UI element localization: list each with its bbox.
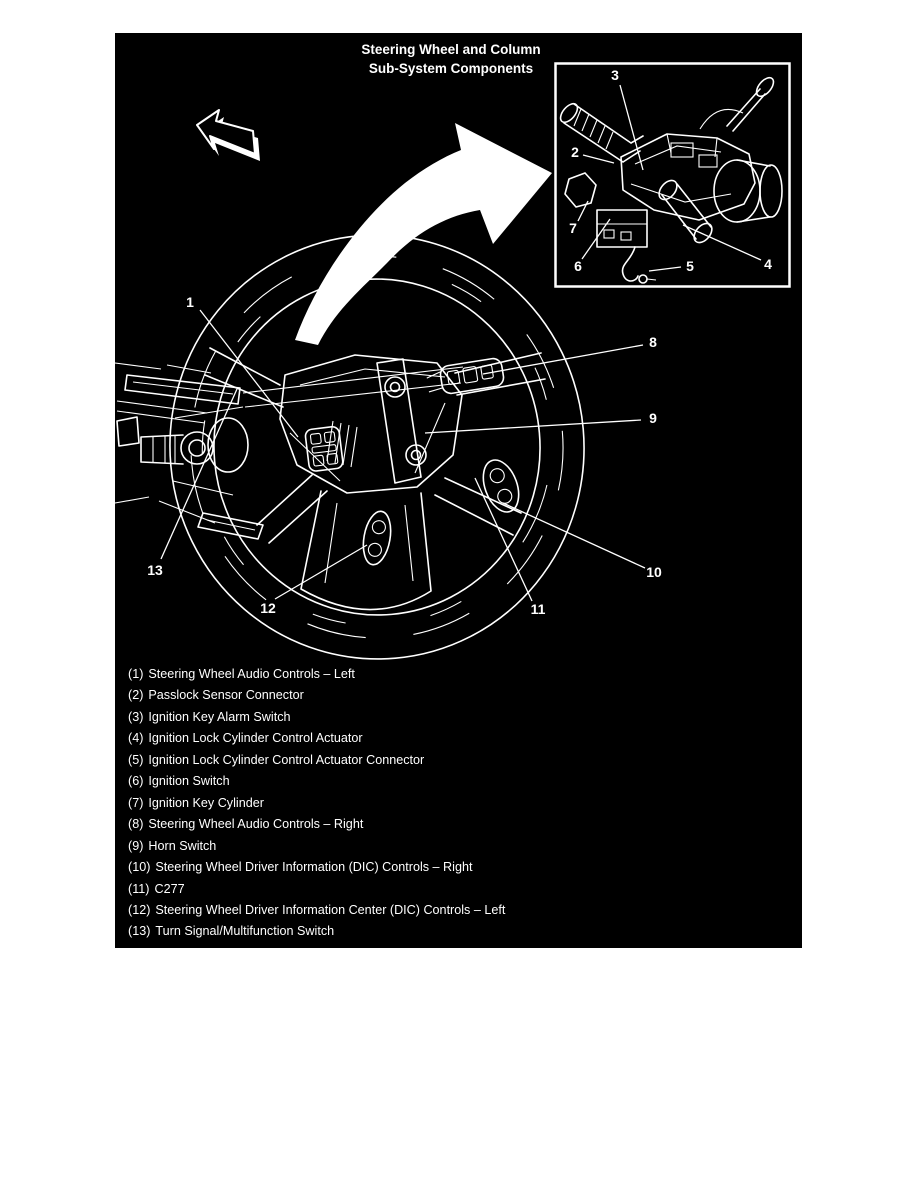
legend-item: (3) Ignition Key Alarm Switch <box>128 707 505 728</box>
inset-frame <box>554 62 791 288</box>
wheel-callout-12: 12 <box>260 600 276 616</box>
legend-item: (9) Horn Switch <box>128 836 505 857</box>
legend-item-label: C277 <box>154 881 185 896</box>
legend-item-label: Steering Wheel Audio Controls – Left <box>148 667 355 681</box>
inset-callout-5: 5 <box>686 258 694 274</box>
steering-wheel-diagram: 1 8 9 10 11 12 13 2 3 4 5 6 7 <box>115 62 791 660</box>
wheel-callout-8: 8 <box>649 334 657 350</box>
figure-title-line1: Steering Wheel and Column <box>361 42 541 57</box>
legend-item-label: Ignition Key Cylinder <box>148 795 264 810</box>
inset-callout-3: 3 <box>611 67 619 83</box>
inset-callout-2: 2 <box>571 144 579 160</box>
dic-controls-right-pod <box>482 459 520 513</box>
legend-item: (12) Steering Wheel Driver Information Ce… <box>128 900 505 921</box>
legend-item-label: Ignition Lock Cylinder Control Actuator <box>148 731 363 746</box>
callout-leader-lines <box>160 84 762 602</box>
legend-item: (7) Ignition Key Cylinder <box>128 793 505 814</box>
wheel-callout-10: 10 <box>646 564 662 580</box>
legend-item-number: (6) <box>128 774 144 789</box>
component-legend: (1)Steering Wheel Audio Controls – Left … <box>128 664 505 943</box>
legend-item-label: Ignition Switch <box>148 774 230 789</box>
audio-controls-right-pod <box>426 357 505 395</box>
legend-item-label: Steering Wheel Driver Information Center… <box>155 902 506 917</box>
legend-item-number: (5) <box>128 752 144 767</box>
legend-item-number: (10) <box>128 860 151 875</box>
audio-controls-left-pod <box>304 425 344 472</box>
figure-panel: Steering Wheel and Column Sub-System Com… <box>115 33 802 948</box>
wheel-hub <box>279 354 463 494</box>
legend-item-number: (2) <box>128 688 144 703</box>
legend-item-number: (3) <box>128 709 144 724</box>
wheel-callout-9: 9 <box>649 410 657 426</box>
dic-controls-left-pod <box>362 510 392 566</box>
wheel-spokes <box>204 347 546 611</box>
column-inset <box>554 62 791 288</box>
inset-callout-7: 7 <box>569 220 577 236</box>
callout-numbers: 1 8 9 10 11 12 13 2 3 4 5 6 7 <box>147 67 772 617</box>
legend-item: (1) Steering Wheel Audio Controls – Left <box>128 664 505 685</box>
legend-item-number: (1) <box>128 667 144 681</box>
steering-column-left-illustration <box>115 362 264 540</box>
legend-item-label: Ignition Lock Cylinder Control Actuator … <box>148 752 425 767</box>
column-inset-illustration <box>559 76 783 284</box>
figure-title-line2: Sub-System Components <box>368 61 534 76</box>
legend-item-label: Turn Signal/Multifunction Switch <box>155 924 335 939</box>
legend-item: (11) C277 <box>128 879 505 900</box>
legend-item: (13) Turn Signal/Multifunction Switch <box>128 921 505 942</box>
legend-item-number: (11) <box>128 881 150 896</box>
zoom-arrow-icon <box>295 123 552 345</box>
figure-title: Steering Wheel and Column Sub-System Com… <box>115 40 787 78</box>
legend-item: (8) Steering Wheel Audio Controls – Right <box>128 814 505 835</box>
wheel-callout-1: 1 <box>186 294 194 310</box>
legend-item-number: (8) <box>128 817 144 832</box>
direction-arrow-icon <box>196 109 260 161</box>
legend-item: (6) Ignition Switch <box>128 771 505 792</box>
legend-item-number: (13) <box>128 924 151 939</box>
legend-item: (10) Steering Wheel Driver Information (D… <box>128 857 505 878</box>
legend-item: (2) Passlock Sensor Connector <box>128 685 505 706</box>
wheel-callout-11: 11 <box>531 601 546 617</box>
legend-item: (4) Ignition Lock Cylinder Control Actuat… <box>128 728 505 749</box>
wheel-callout-13: 13 <box>147 562 163 578</box>
legend-item-label: Ignition Key Alarm Switch <box>148 709 291 724</box>
legend-item-number: (7) <box>128 795 144 810</box>
legend-item-label: Passlock Sensor Connector <box>148 688 304 703</box>
legend-item: (5) Ignition Lock Cylinder Control Actuat… <box>128 750 505 771</box>
legend-item-number: (4) <box>128 731 144 746</box>
inset-callout-4: 4 <box>764 256 772 272</box>
legend-item-number: (12) <box>128 902 151 917</box>
legend-item-label: Steering Wheel Audio Controls – Right <box>148 817 364 832</box>
legend-item-label: Horn Switch <box>148 838 217 853</box>
legend-item-label: Steering Wheel Driver Information (DIC) … <box>155 860 473 875</box>
legend-item-number: (9) <box>128 838 144 853</box>
inset-callout-6: 6 <box>574 258 582 274</box>
